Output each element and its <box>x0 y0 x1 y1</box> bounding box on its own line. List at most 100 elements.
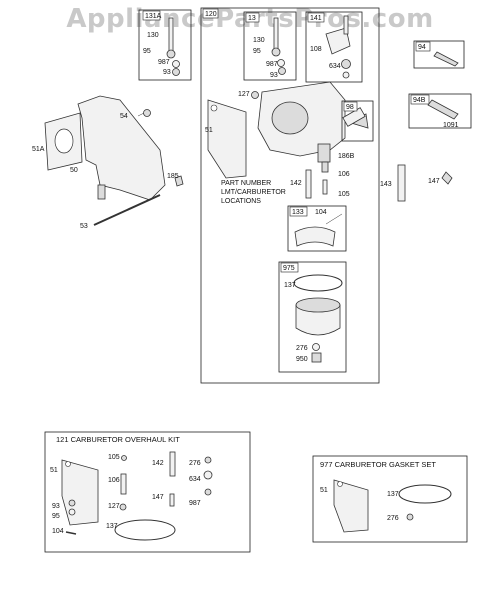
stud-icon <box>93 194 161 226</box>
intake-pipe-icon <box>77 95 166 201</box>
needle-screw-icon <box>273 17 279 51</box>
label-975: 975 <box>283 265 295 272</box>
pin-icon <box>169 493 175 507</box>
kit121-label-105: 105 <box>108 454 120 461</box>
oring-icon <box>342 71 350 79</box>
location-note-line1: PART NUMBER <box>221 180 271 187</box>
label-13: 13 <box>248 15 256 22</box>
washer-icon <box>204 456 212 464</box>
bowl-nut-icon <box>311 352 322 363</box>
pilot-jet-icon <box>433 51 459 67</box>
oring-icon <box>277 59 285 67</box>
label-108: 108 <box>310 46 322 53</box>
box-131A: 131A 130 95 987 93 <box>138 9 192 81</box>
kit121-label-987: 987 <box>189 500 201 507</box>
kit121-label-142: 142 <box>152 460 164 467</box>
solenoid-pin-icon <box>343 15 349 35</box>
label-1091: 1091 <box>443 122 459 129</box>
solenoid-icon <box>325 27 351 55</box>
label-634: 634 <box>329 63 341 70</box>
label-98: 98 <box>346 104 354 111</box>
oring-icon <box>251 91 259 99</box>
kit121-label-127: 127 <box>108 503 120 510</box>
label-93: 93 <box>270 72 278 79</box>
screw-icon <box>143 109 151 117</box>
label-106: 106 <box>338 171 350 178</box>
intake-assembly: 51A 50 54 185 53 <box>32 95 184 230</box>
label-50: 50 <box>70 167 78 174</box>
kit977-label-137: 137 <box>387 491 399 498</box>
washer-icon <box>341 59 351 69</box>
kit121-label-51: 51 <box>50 467 58 474</box>
oring-icon <box>119 503 127 511</box>
needle-screw-icon <box>168 17 174 53</box>
location-note-line3: LOCATIONS <box>221 198 261 205</box>
primer-icon <box>342 107 366 127</box>
screw-icon <box>121 455 127 461</box>
box-133: 133 104 <box>287 205 347 252</box>
kit-977-title: 977 CARBURETOR GASKET SET <box>320 460 436 469</box>
label-105: 105 <box>338 191 350 198</box>
label-94: 94 <box>418 44 426 51</box>
label-137: 137 <box>284 282 296 289</box>
oring-icon <box>68 499 76 507</box>
screw-icon <box>321 161 329 173</box>
box-120: 120 <box>200 7 380 384</box>
kit121-label-276: 276 <box>189 460 201 467</box>
bowl-gasket-icon <box>398 484 452 504</box>
label-185: 185 <box>167 173 179 180</box>
kit-121-title: 121 CARBURETOR OVERHAUL KIT <box>56 435 180 444</box>
label-950: 950 <box>296 356 308 363</box>
pin-icon <box>65 531 77 535</box>
label-95: 95 <box>253 48 261 55</box>
gasket-icon <box>333 479 369 533</box>
kit121-label-147: 147 <box>152 494 164 501</box>
clip-icon <box>441 171 453 185</box>
label-104: 104 <box>315 209 327 216</box>
label-54: 54 <box>120 113 128 120</box>
box-94: 94 <box>413 40 465 69</box>
float-bowl-icon <box>295 304 341 336</box>
box-94B: 94B 1091 <box>408 93 472 129</box>
label-276: 276 <box>296 345 308 352</box>
bowl-gasket-icon <box>114 519 176 541</box>
bowl-gasket-icon <box>293 274 343 292</box>
label-143: 143 <box>380 181 392 188</box>
float-icon <box>294 226 336 247</box>
label-142: 142 <box>290 180 302 187</box>
kit121-label-93: 93 <box>52 503 60 510</box>
kit-121-overhaul: 121 CARBURETOR OVERHAUL KIT 51 105 106 1… <box>44 431 251 553</box>
washer-icon <box>203 470 213 480</box>
spring-icon <box>166 49 176 59</box>
gasket-icon <box>61 459 99 526</box>
label-127: 127 <box>238 91 250 98</box>
bowl-nut-icon <box>317 143 331 163</box>
label-131A: 131A <box>145 13 162 20</box>
loose-parts-right: 143 147 <box>380 164 453 202</box>
location-note-line2: LMT/CARBURETOR <box>221 189 286 196</box>
label-987: 987 <box>158 59 170 66</box>
label-133: 133 <box>292 209 304 216</box>
label-95: 95 <box>143 48 151 55</box>
label-120: 120 <box>205 11 217 18</box>
box-975: 975 137 276 950 <box>278 261 347 373</box>
label-147: 147 <box>428 178 440 185</box>
shaft-icon <box>397 164 406 202</box>
kit977-label-276: 276 <box>387 515 399 522</box>
spring-icon <box>271 47 281 57</box>
screw-icon <box>120 473 127 495</box>
kit977-label-51: 51 <box>320 487 328 494</box>
oring-icon <box>204 488 212 496</box>
washer-icon <box>406 513 414 521</box>
carburetor-assembly: 127 51 186B 106 142 105 PART NUMBER LMT/… <box>205 81 369 205</box>
box-141: 141 108 634 <box>305 11 363 83</box>
kit-977-gasket-set: 977 CARBURETOR GASKET SET 51 137 276 <box>312 455 468 543</box>
label-186B: 186B <box>338 153 355 160</box>
bowl-screw-icon <box>305 169 312 199</box>
label-51: 51 <box>205 127 213 134</box>
label-141: 141 <box>310 15 322 22</box>
main-jet-icon <box>427 99 459 120</box>
kit121-label-95: 95 <box>52 513 60 520</box>
label-51A: 51A <box>32 146 45 153</box>
